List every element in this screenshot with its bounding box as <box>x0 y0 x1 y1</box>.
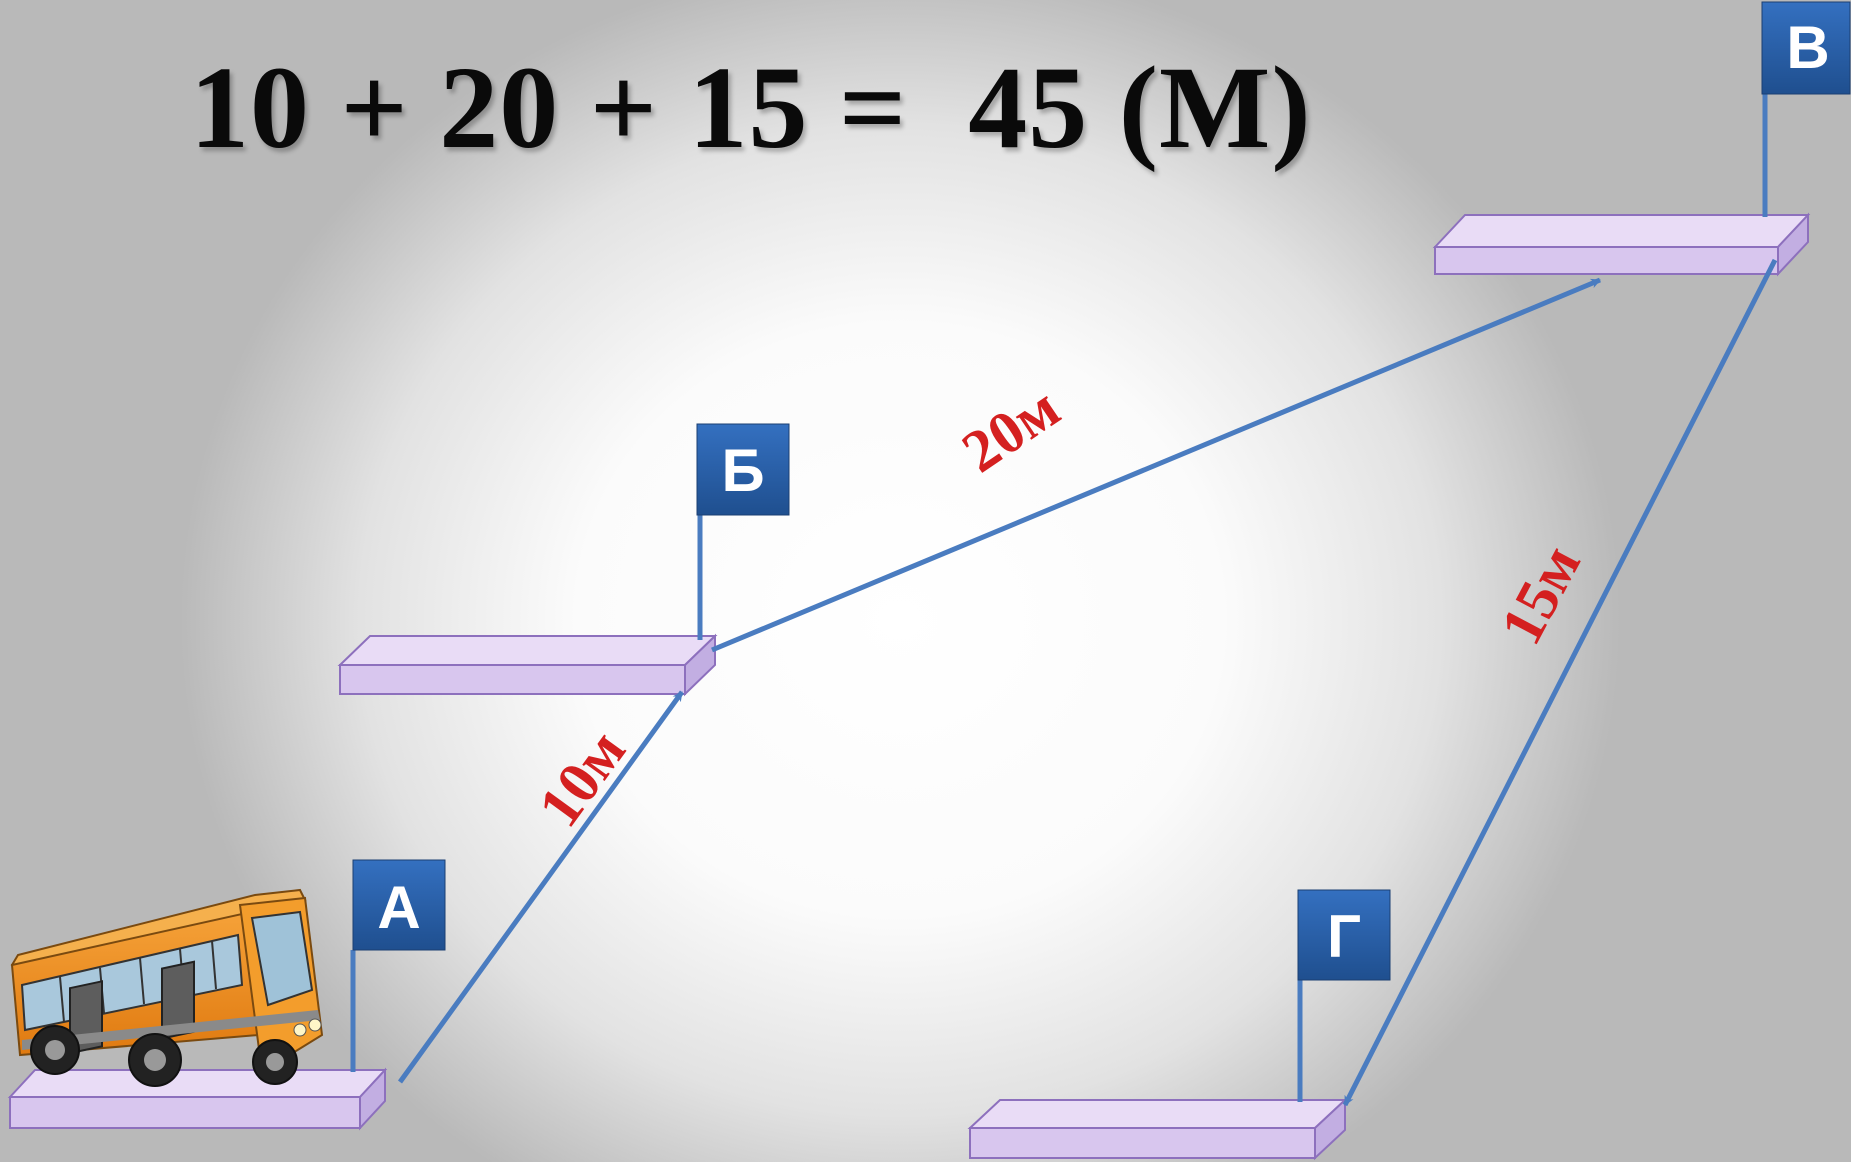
flag-v-label: В <box>1786 14 1829 81</box>
arrow-v-g <box>1342 258 1778 1107</box>
flag-b-label: Б <box>721 437 764 504</box>
arrow-a-b <box>397 690 685 1084</box>
platform-b <box>337 633 718 697</box>
distance-label-b-v: 20м <box>951 374 1072 485</box>
flag-g: Г <box>1297 889 1391 1102</box>
bus-icon <box>10 888 324 1087</box>
flag-v: В <box>1761 1 1851 217</box>
distance-label-v-g: 15м <box>1488 535 1594 655</box>
flag-g-label: Г <box>1327 903 1361 970</box>
platform-a <box>7 1067 388 1131</box>
flag-a-label: А <box>377 874 420 941</box>
arrow-b-v <box>711 277 1601 653</box>
equation-title: 10 + 20 + 15 = 45 (М) <box>190 42 1312 173</box>
flag-b: Б <box>696 423 790 640</box>
platform-v <box>1432 212 1811 277</box>
distance-label-a-b: 10м <box>525 718 638 838</box>
flag-a: А <box>350 859 446 1072</box>
platform-g <box>967 1097 1348 1161</box>
